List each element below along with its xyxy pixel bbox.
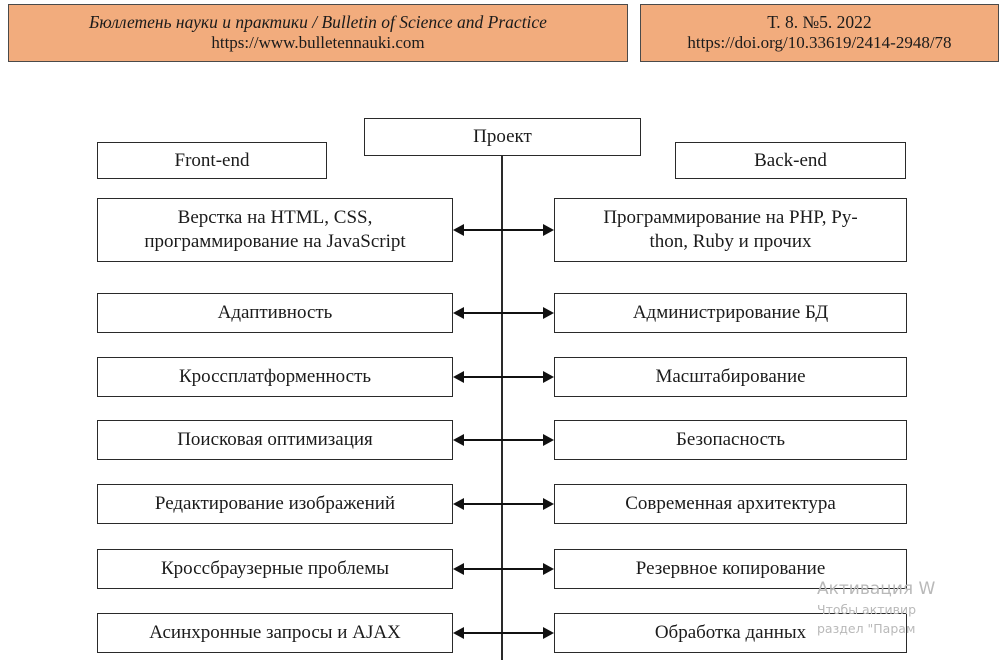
connector-arrow-row-2 (453, 370, 554, 384)
trunk-line (501, 155, 503, 660)
arrow-shaft (462, 439, 545, 442)
node-left-row-1: Адаптивность (97, 293, 453, 333)
node-left-row-5: Кроссбраузерные проблемы (97, 549, 453, 589)
arrow-head-right-icon (543, 497, 554, 510)
page-running-header: Бюллетень науки и практики / Bulletin of… (8, 4, 999, 62)
arrow-head-left-icon (453, 626, 464, 639)
arrow-head-left-icon (453, 562, 464, 575)
connector-arrow-row-3 (453, 433, 554, 447)
node-column-front-end: Front-end (97, 142, 327, 179)
node-right-row-1: Администрирование БД (554, 293, 907, 333)
issue-doi: https://doi.org/10.33619/2414-2948/78 (687, 33, 952, 53)
arrow-head-left-icon (453, 306, 464, 319)
journal-url: https://www.bulletennauki.com (211, 33, 425, 53)
arrow-head-right-icon (543, 370, 554, 383)
arrow-head-right-icon (543, 562, 554, 575)
arrow-shaft (462, 312, 545, 315)
node-left-row-6: Асинхронные запросы и AJAX (97, 613, 453, 653)
arrow-head-right-icon (543, 433, 554, 446)
node-right-row-4: Современная архитектура (554, 484, 907, 524)
node-right-row-2: Масштабирование (554, 357, 907, 397)
arrow-head-right-icon (543, 306, 554, 319)
arrow-head-right-icon (543, 223, 554, 236)
node-right-row-5: Резервное копирование (554, 549, 907, 589)
arrow-head-left-icon (453, 497, 464, 510)
connector-arrow-row-6 (453, 626, 554, 640)
node-column-back-end: Back-end (675, 142, 906, 179)
connector-arrow-row-0 (453, 223, 554, 237)
node-root-project: Проект (364, 118, 641, 156)
node-left-row-3: Поисковая оптимизация (97, 420, 453, 460)
node-left-row-2: Кроссплатформенность (97, 357, 453, 397)
arrow-shaft (462, 632, 545, 635)
connector-arrow-row-4 (453, 497, 554, 511)
node-left-row-4: Редактирование изображений (97, 484, 453, 524)
arrow-head-left-icon (453, 223, 464, 236)
header-cell-issue: Т. 8. №5. 2022 https://doi.org/10.33619/… (640, 4, 999, 62)
node-right-row-3: Безопасность (554, 420, 907, 460)
node-right-row-6: Обработка данных (554, 613, 907, 653)
arrow-shaft (462, 503, 545, 506)
header-cell-journal: Бюллетень науки и практики / Bulletin of… (8, 4, 628, 62)
arrow-head-right-icon (543, 626, 554, 639)
node-right-row-0: Программирование на PHP, Py- thon, Ruby … (554, 198, 907, 262)
arrow-head-left-icon (453, 433, 464, 446)
arrow-shaft (462, 376, 545, 379)
arrow-shaft (462, 229, 545, 232)
node-left-row-0: Верстка на HTML, CSS, программирование н… (97, 198, 453, 262)
arrow-shaft (462, 568, 545, 571)
arrow-head-left-icon (453, 370, 464, 383)
journal-title: Бюллетень науки и практики / Bulletin of… (89, 11, 547, 32)
connector-arrow-row-1 (453, 306, 554, 320)
connector-arrow-row-5 (453, 562, 554, 576)
issue-volume: Т. 8. №5. 2022 (767, 11, 872, 32)
